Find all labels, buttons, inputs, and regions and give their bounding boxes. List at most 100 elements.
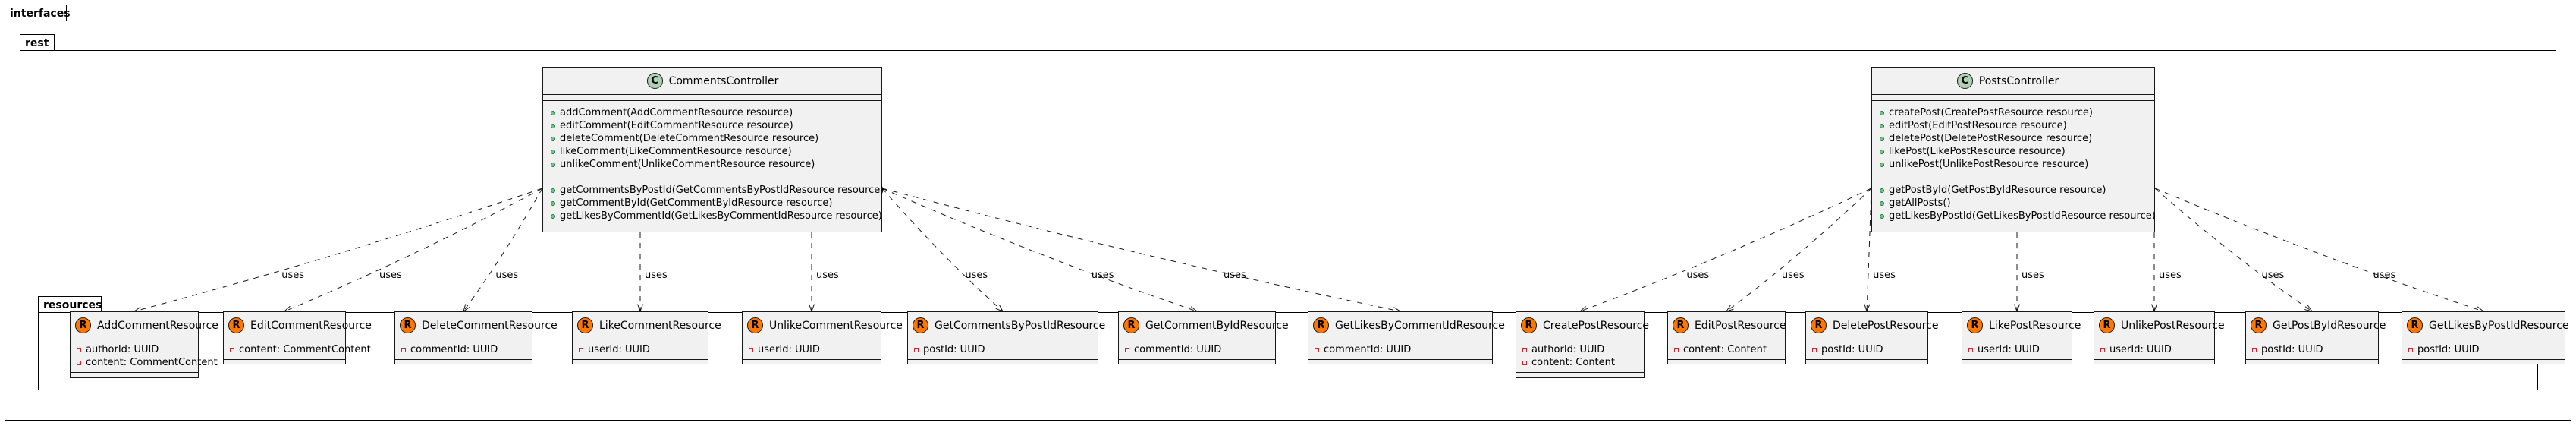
method-row: getLikesByPostId(GetLikesByPostIdResourc… (1889, 210, 2156, 222)
method-row: getPostById(GetPostByIdResource resource… (1889, 185, 2106, 196)
uses-edge-delete-comment-resource: uses (463, 188, 543, 313)
public-method-icon (1880, 124, 1884, 128)
resource-stereotype-icon: R (1313, 317, 1329, 333)
class-attributes (2094, 339, 2214, 360)
private-field-icon (749, 348, 753, 352)
edge-label-uses: uses (379, 270, 402, 281)
public-method-icon (551, 163, 555, 167)
class-name: CommentsController (668, 75, 779, 87)
private-field-icon (1522, 361, 1527, 365)
class-attributes (224, 339, 345, 360)
class-attributes (1872, 95, 2154, 101)
uses-edge-like-post-resource: uses (2014, 232, 2044, 313)
resource-stereotype-icon: R (747, 317, 763, 333)
edge-label-uses: uses (2373, 270, 2395, 281)
dashed-dependency-line (1726, 188, 1872, 312)
class-attributes (743, 339, 881, 360)
dashed-dependency-line (2154, 188, 2313, 312)
class-attributes (1668, 339, 1785, 360)
method-row: unlikeComment(UnlikeCommentResource reso… (560, 159, 815, 170)
package-resources-label: resources (43, 299, 102, 311)
class-attributes (2246, 339, 2378, 360)
method-row: deletePost(DeletePostResource resource) (1889, 133, 2093, 144)
field-row: postId: UUID (1821, 344, 1883, 355)
class-name: DeletePostResource (1833, 320, 1939, 332)
edge-label-uses: uses (1092, 270, 1114, 281)
class-header: R CreatePostResource (1516, 312, 1649, 339)
resource-stereotype-icon: R (1521, 317, 1537, 333)
package-interfaces-label: interfaces (10, 8, 71, 20)
uses-edge-get-post-by-id-resource: uses (2154, 188, 2314, 312)
resource-stereotype-icon: R (2407, 317, 2423, 333)
field-row: postId: UUID (923, 344, 985, 355)
field-row: commentId: UUID (1134, 344, 1222, 355)
class-name: EditCommentResource (250, 320, 372, 332)
class-name: UnlikePostResource (2121, 320, 2225, 332)
public-method-icon (551, 201, 555, 206)
dashed-dependency-line (881, 188, 1198, 312)
public-method-icon (551, 137, 555, 141)
class-name: CreatePostResource (1543, 320, 1650, 332)
edge-label-uses: uses (645, 270, 668, 281)
class-attributes (543, 95, 881, 101)
dashed-dependency-line (2154, 188, 2484, 312)
class-name: GetLikesByCommentIdResource (1335, 320, 1505, 332)
uses-edge-get-comments-by-post-id-resource: uses (881, 188, 1004, 312)
class-stereotype-icon: C (1956, 73, 1973, 89)
class-name: LikePostResource (1989, 320, 2081, 332)
class-name: AddCommentResource (97, 320, 218, 332)
class-name: GetCommentByIdResource (1145, 320, 1289, 332)
private-field-icon (77, 348, 81, 352)
package-interfaces-tab: interfaces (5, 5, 71, 21)
method-row: deleteComment(DeleteCommentResource reso… (560, 133, 819, 144)
uses-edge-unlike-comment-resource: uses (809, 232, 839, 313)
method-row: likeComment(LikeCommentResource resource… (560, 146, 792, 157)
field-row: commentId: UUID (1324, 344, 1412, 355)
field-row: authorId: UUID (1531, 344, 1605, 355)
field-row: userId: UUID (588, 344, 650, 355)
public-method-icon (551, 150, 555, 154)
field-row: content: CommentContent (86, 357, 218, 368)
edge-label-uses: uses (1224, 270, 1246, 281)
uses-edge-delete-post-resource: uses (1864, 188, 1896, 313)
class-header: R GetLikesByCommentIdResource (1308, 312, 1505, 339)
private-field-icon (230, 348, 234, 352)
field-row: postId: UUID (2261, 344, 2323, 355)
open-arrowhead (2304, 305, 2314, 312)
package-resources-tab: resources (38, 296, 102, 313)
class-name: GetLikesByPostIdResource (2429, 320, 2569, 332)
class-attributes (71, 339, 198, 373)
edge-label-uses: uses (1782, 270, 1805, 281)
private-field-icon (2408, 348, 2413, 352)
class-name: LikeCommentResource (599, 320, 721, 332)
uses-edge-edit-comment-resource: uses (283, 188, 543, 312)
method-row: likePost(LikePostResource resource) (1889, 146, 2066, 157)
class-name: GetPostByIdResource (2273, 320, 2386, 332)
resource-stereotype-icon: R (1673, 317, 1689, 333)
class-attributes (1962, 339, 2072, 360)
uses-edge-get-likes-by-comment-id-resource: uses (881, 188, 1402, 313)
uses-edge-like-comment-resource: uses (637, 232, 668, 313)
public-method-icon (1880, 163, 1884, 167)
dashed-dependency-line (1579, 188, 1872, 312)
class-attributes (1119, 339, 1275, 360)
dashed-dependency-line (284, 188, 543, 312)
private-field-icon (1315, 348, 1319, 352)
private-field-icon (401, 348, 406, 352)
resource-stereotype-icon: R (400, 317, 416, 333)
private-field-icon (1125, 348, 1129, 352)
open-arrowhead (463, 304, 470, 313)
